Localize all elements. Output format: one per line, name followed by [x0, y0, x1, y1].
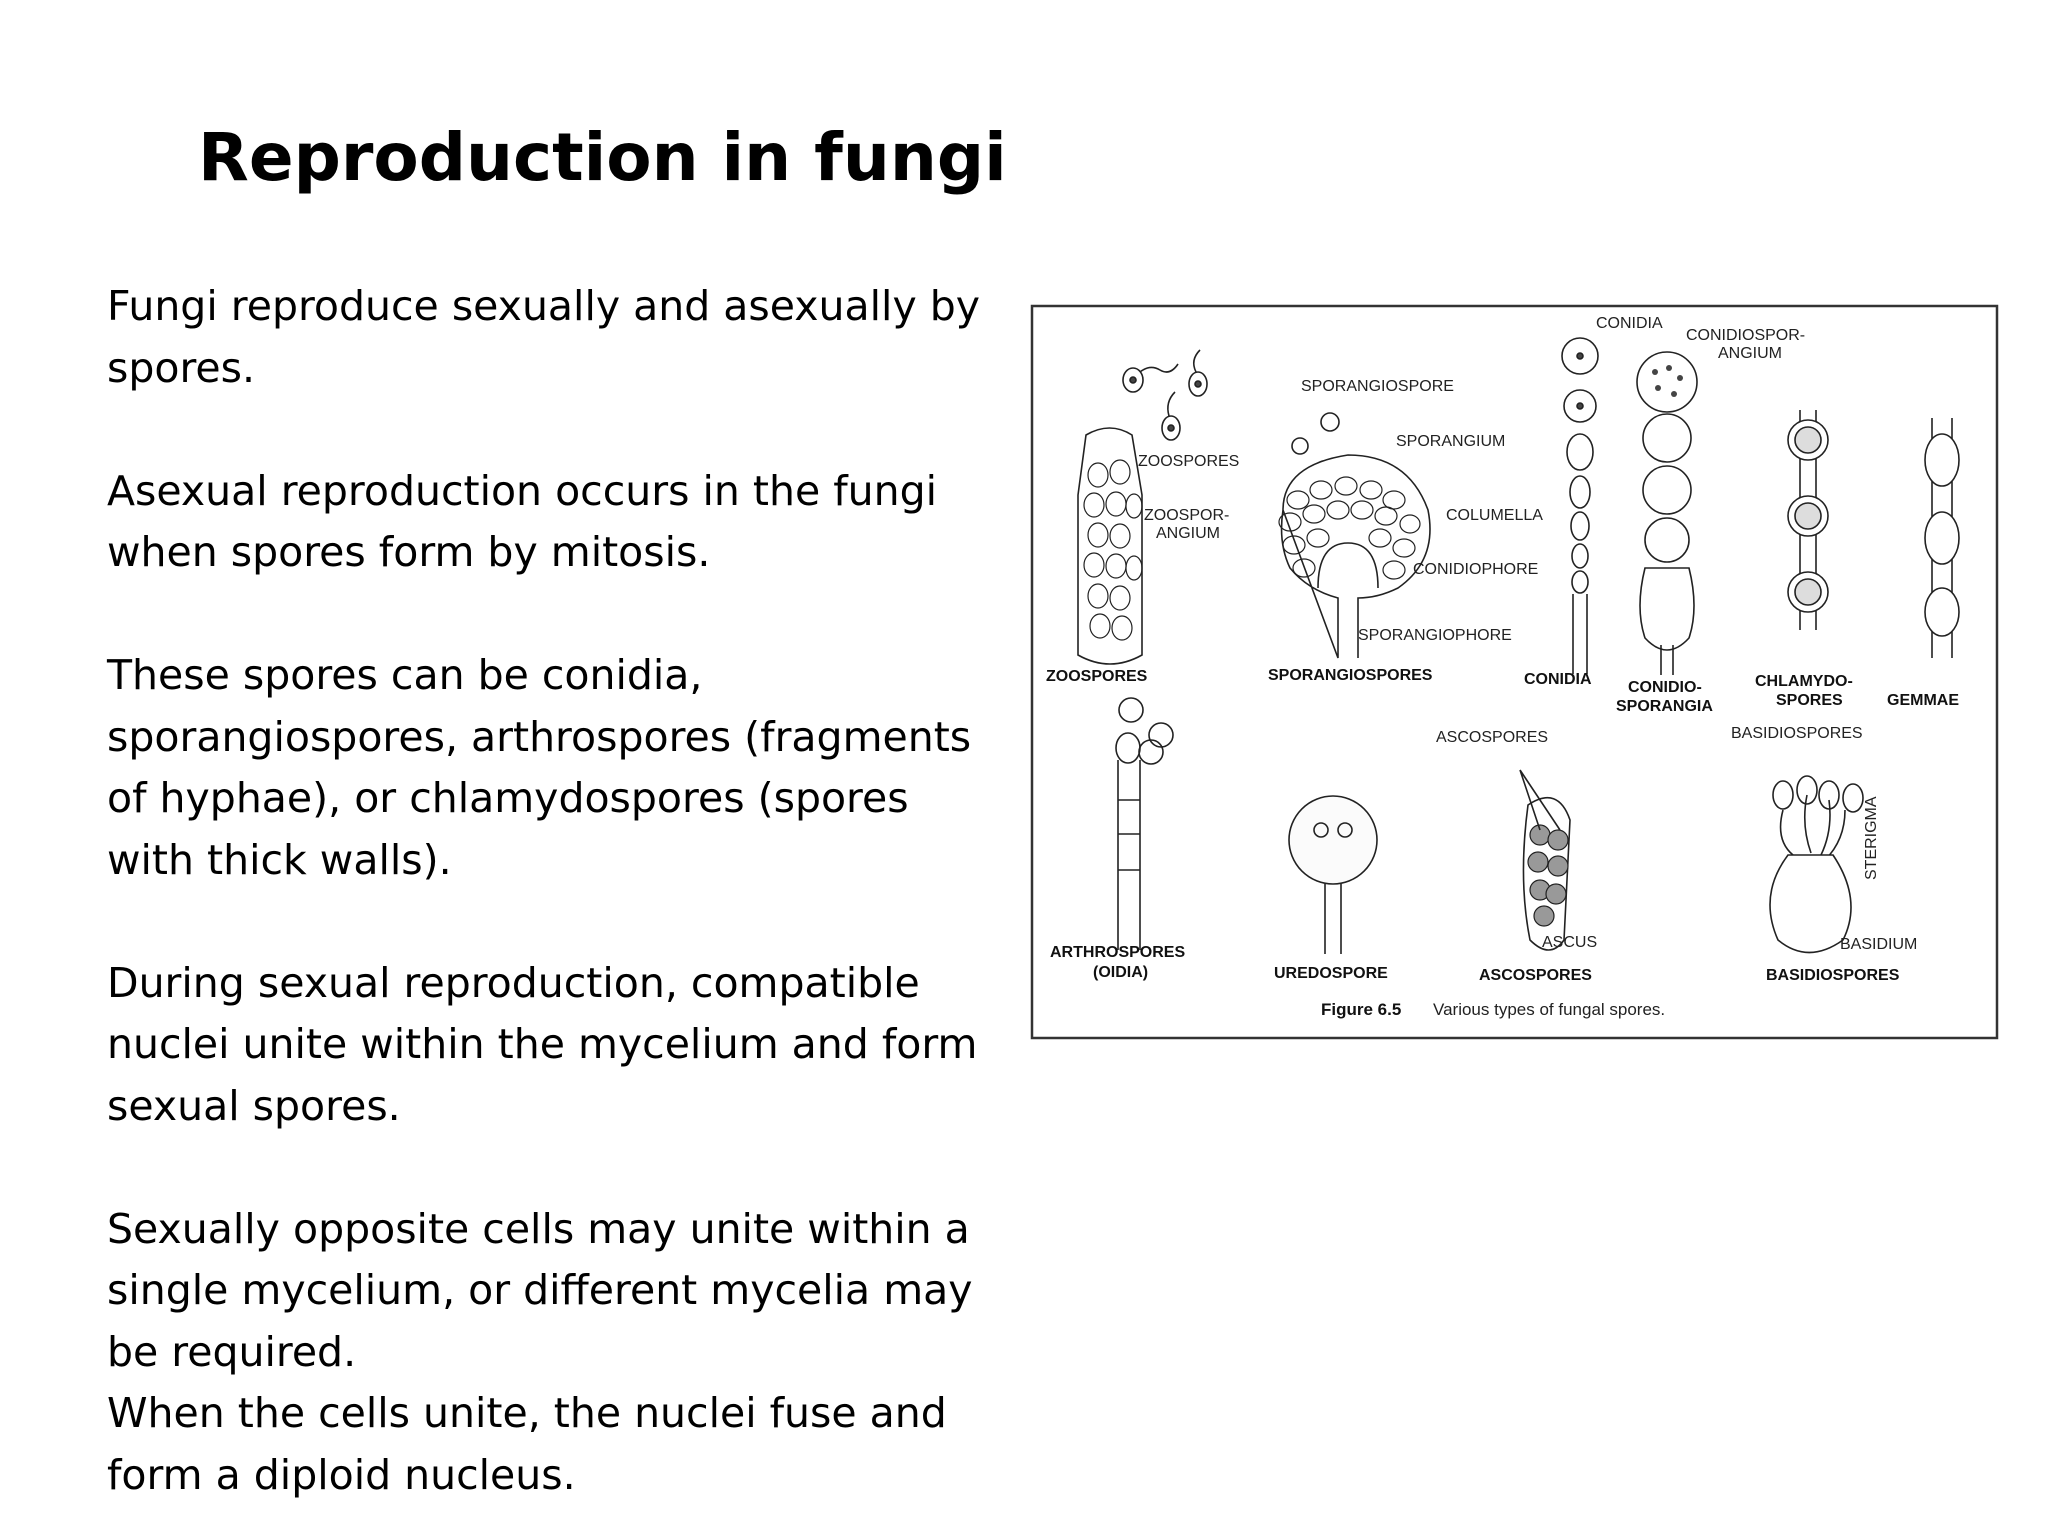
label-zoosporangium: ANGIUM: [1156, 525, 1220, 542]
ascospores-illustration: [1519, 769, 1571, 951]
label-zoospores-top: ZOOSPORES: [1138, 453, 1239, 470]
label-basidium: BASIDIUM: [1840, 936, 1917, 953]
label-sterigma: STERIGMA: [1863, 796, 1880, 880]
text-line: During sexual reproduction, compatible: [107, 958, 920, 1007]
text-line: sporangiospores, arthrospores (fragments: [107, 712, 972, 761]
name-arthrospores: ARTHROSPORES: [1050, 944, 1185, 961]
basidiospores-illustration: [1769, 775, 1864, 954]
figure-caption-number: Figure 6.5: [1321, 1000, 1401, 1019]
conidia-illustration: [1561, 337, 1599, 674]
name-arthrospores: (OIDIA): [1093, 964, 1148, 981]
sporangiospores-illustration: [1278, 412, 1431, 659]
text-line: nuclei unite within the mycelium and for…: [107, 1020, 978, 1068]
label-sporangiophore: SPORANGIOPHORE: [1358, 627, 1512, 644]
fungal-spores-figure: ZOOSPORES ZOOSPOR- ANGIUM SPORANGIOSPORE…: [1028, 300, 2001, 1042]
chlamydospores-illustration: [1787, 410, 1829, 630]
figure-border: [1030, 304, 1999, 1040]
label-conidiosporangium: CONIDIOSPOR-: [1686, 327, 1805, 344]
zoospores-illustration: [1077, 349, 1208, 665]
uredospore-illustration: [1288, 795, 1378, 954]
label-sporangiospore: SPORANGIOSPORE: [1301, 378, 1454, 395]
text-line: with thick walls).: [107, 835, 452, 884]
label-columella: COLUMELLA: [1446, 507, 1543, 524]
text-line: be required.: [107, 1327, 357, 1376]
label-conidiosporangium: ANGIUM: [1718, 345, 1782, 362]
slide-title: Reproduction in fungi: [198, 119, 1007, 196]
name-basidiospores: BASIDIOSPORES: [1766, 967, 1900, 984]
text-line: Sexually opposite cells may unite within…: [107, 1204, 970, 1253]
gemmae-illustration: [1924, 418, 1960, 658]
text-line: spores.: [107, 343, 256, 392]
paragraph-sexual-reproduction: During sexual reproduction, compatible n…: [107, 953, 1007, 1138]
name-chlamydospores: SPORES: [1776, 692, 1843, 709]
text-line: sexual spores.: [107, 1081, 401, 1130]
figure-caption-text: Various types of fungal spores.: [1433, 1000, 1665, 1019]
conidiosporangia-illustration: [1636, 351, 1698, 675]
name-conidiosporangia: SPORANGIA: [1616, 698, 1713, 715]
name-conidia: CONIDIA: [1524, 671, 1592, 688]
name-ascospores: ASCOSPORES: [1479, 967, 1592, 984]
text-line: single mycelium, or different mycelia ma…: [107, 1266, 973, 1314]
label-ascus: ASCUS: [1542, 934, 1597, 951]
name-sporangiospores: SPORANGIOSPORES: [1268, 667, 1433, 684]
label-basidiospores-top: BASIDIOSPORES: [1731, 725, 1863, 742]
label-zoosporangium: ZOOSPOR-: [1144, 507, 1229, 524]
label-sporangium: SPORANGIUM: [1396, 433, 1505, 450]
name-uredospore: UREDOSPORE: [1274, 965, 1388, 982]
paragraph-reproduction-overview: Fungi reproduce sexually and asexually b…: [107, 276, 1007, 399]
label-ascospores-top: ASCOSPORES: [1436, 729, 1548, 746]
name-gemmae: GEMMAE: [1887, 692, 1959, 709]
slide-body: Fungi reproduce sexually and asexually b…: [107, 276, 1007, 1506]
text-line: Asexual reproduction occurs in the fungi: [107, 466, 938, 515]
label-conidiophore: CONIDIOPHORE: [1413, 561, 1538, 578]
arthrospores-illustration: [1115, 697, 1174, 950]
text-line: When the cells unite, the nuclei fuse an…: [107, 1389, 947, 1437]
paragraph-asexual-reproduction: Asexual reproduction occurs in the fungi…: [107, 461, 1007, 584]
text-line: form a diploid nucleus.: [107, 1450, 576, 1499]
text-line: Fungi reproduce sexually and asexually b…: [107, 282, 981, 330]
text-line: when spores form by mitosis.: [107, 528, 711, 576]
name-zoospores: ZOOSPORES: [1046, 668, 1148, 685]
name-chlamydospores: CHLAMYDO-: [1755, 673, 1853, 690]
paragraph-spore-types: These spores can be conidia, sporangiosp…: [107, 645, 1007, 891]
label-conidia-top: CONIDIA: [1596, 315, 1663, 332]
text-line: of hyphae), or chlamydospores (spores: [107, 774, 909, 822]
name-conidiosporangia: CONIDIO-: [1628, 679, 1702, 696]
paragraph-cell-union: Sexually opposite cells may unite within…: [107, 1199, 1007, 1507]
text-line: These spores can be conidia,: [107, 651, 703, 699]
